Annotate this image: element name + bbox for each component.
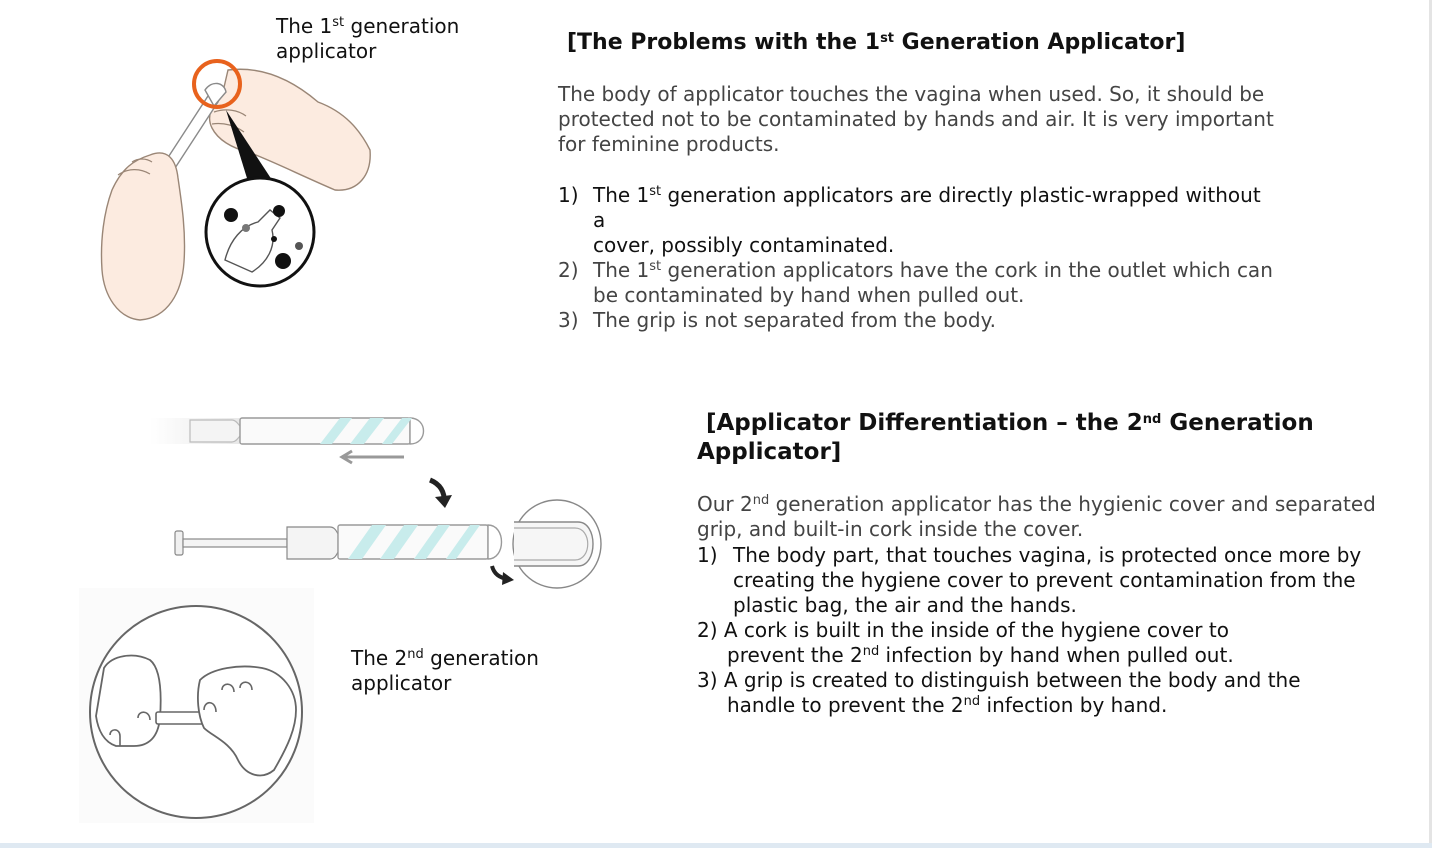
list-item: 1) The 1st generation applicators are di…	[558, 183, 1261, 257]
page-border	[0, 843, 1432, 848]
list-item: 2) A cork is built in the inside of the …	[697, 618, 1234, 667]
gen2-caption: The 2nd generation applicator	[351, 646, 539, 695]
list-item: 3) A grip is created to distinguish betw…	[697, 668, 1301, 717]
list-item: 1) The body part, that touches vagina, i…	[697, 543, 1362, 617]
gen1-heading: [The Problems with the 1st Generation Ap…	[567, 30, 1186, 55]
gen2-feature-list: 1) The body part, that touches vagina, i…	[697, 543, 1397, 718]
gen2-intro: Our 2nd generation applicator has the hy…	[697, 492, 1376, 541]
gen1-caption: The 1st generation applicator	[276, 14, 460, 63]
hands-opening-applicator-illustration	[79, 588, 314, 823]
page-border	[1429, 0, 1432, 848]
gen2-applicator-illustration	[150, 417, 602, 589]
list-item: 2) The 1st generation applicators have t…	[558, 258, 1273, 307]
gen1-applicator-illustration	[100, 59, 371, 321]
gen1-intro: The body of applicator touches the vagin…	[558, 82, 1274, 156]
gen1-problem-list: 1) The 1st generation applicators are di…	[558, 183, 1278, 333]
gen2-heading: [Applicator Differentiation – the 2nd Ge…	[697, 410, 1314, 465]
list-item: 3) The grip is not separated from the bo…	[558, 308, 996, 332]
